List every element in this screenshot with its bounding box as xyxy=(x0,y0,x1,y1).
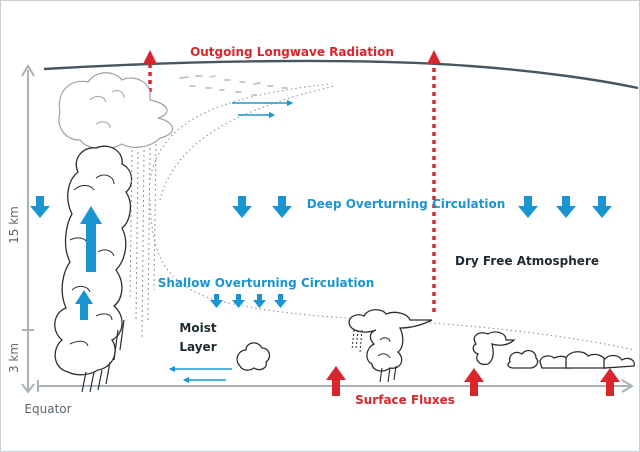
surface-flux-arrows xyxy=(326,366,620,396)
congestus-cloud xyxy=(348,309,433,383)
height-axis xyxy=(21,64,35,394)
equator-label: Equator xyxy=(24,402,71,416)
outflow-curve-2 xyxy=(159,85,336,201)
deep-convective-cloud xyxy=(54,72,174,393)
moist-layer-top xyxy=(149,199,636,351)
deep-circulation-label: Deep Overturning Circulation xyxy=(307,197,506,211)
height-15km-label: 15 km xyxy=(7,206,21,244)
shallow-circulation-label: Shallow Overturning Circulation xyxy=(158,276,375,290)
subsidence-arrows-deep xyxy=(30,196,612,218)
subsidence-arrows-shallow xyxy=(210,294,287,308)
moist-layer-label-line1: Moist xyxy=(179,321,216,335)
outflow-arrows xyxy=(232,99,294,119)
inflow-arrows xyxy=(168,365,232,384)
outflow-curve-1 xyxy=(149,83,331,181)
updraft-arrow-large xyxy=(80,206,102,272)
height-3km-label: 3 km xyxy=(7,343,21,373)
cirrus-fragments xyxy=(179,75,288,96)
outgoing-radiation-label: Outgoing Longwave Radiation xyxy=(190,45,394,59)
surface-fluxes-label: Surface Fluxes xyxy=(355,393,455,407)
small-cumulus-cloud xyxy=(236,342,271,371)
trade-cumulus-clouds xyxy=(472,331,635,369)
radiation-arrow-left xyxy=(143,50,157,92)
updraft-arrow-small xyxy=(75,290,93,320)
moist-layer-label-line2: Layer xyxy=(179,340,216,354)
radiation-arrow-right xyxy=(427,50,441,312)
dry-atmosphere-label: Dry Free Atmosphere xyxy=(455,254,599,268)
